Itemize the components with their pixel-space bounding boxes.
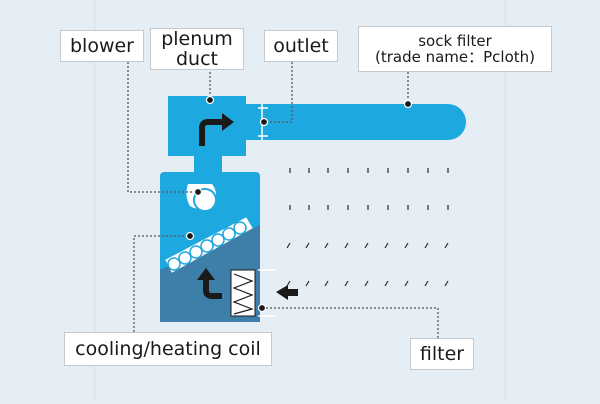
- airflow-tick: [286, 242, 291, 249]
- airflow-tick: [364, 280, 369, 287]
- airflow-tick: [305, 242, 310, 249]
- airflow-tick: [364, 242, 369, 249]
- sock-filter-label: sock filter (trade name：Pcloth): [358, 26, 552, 72]
- filter-label-text: filter: [419, 343, 465, 365]
- filter-dot: [257, 303, 267, 313]
- airflow-tick: [384, 280, 389, 287]
- airflow-tick: [344, 280, 349, 287]
- airflow-tick: [305, 280, 310, 287]
- coil-leader: [133, 235, 190, 332]
- sock-label-line1: sock filter: [418, 32, 492, 50]
- plenum-airflow-arrow: [199, 119, 224, 146]
- filter-leader: [262, 307, 439, 338]
- airflow-tick: [344, 242, 349, 249]
- blower-leader: [127, 62, 198, 193]
- blower-dot: [193, 187, 203, 197]
- coil-dot: [185, 231, 195, 241]
- blower-label: blower: [60, 30, 144, 62]
- airflow-tick: [324, 280, 329, 287]
- return-airflow-arrow: [203, 278, 222, 299]
- coil-label-text: cooling/heating coil: [75, 338, 261, 360]
- airflow-ticks: [286, 168, 449, 287]
- airflow-tick: [424, 242, 429, 249]
- airflow-tick: [404, 242, 409, 249]
- airflow-tick: [384, 242, 389, 249]
- return-airflow-arrowhead: [197, 268, 215, 280]
- incoming-air-arrow: [276, 285, 298, 300]
- airflow-tick: [444, 242, 449, 249]
- outlet-dot: [259, 117, 269, 127]
- plenum-label-line1: plenum: [161, 28, 233, 50]
- coil-label: cooling/heating coil: [64, 332, 272, 366]
- sock-label-line2: (trade name：Pcloth): [374, 48, 536, 66]
- cooling-heating-coil-icon: [165, 217, 253, 273]
- plenum-duct-label: plenum duct: [150, 28, 244, 70]
- airflow-tick: [324, 242, 329, 249]
- airflow-tick: [424, 280, 429, 287]
- airflow-tick: [286, 280, 291, 287]
- outlet-label: outlet: [264, 30, 338, 62]
- blower-label-text: blower: [69, 35, 134, 57]
- sock-filter-tube: [262, 104, 466, 140]
- outlet-leader: [264, 62, 293, 123]
- filter-label: filter: [410, 338, 474, 370]
- filter-icon: [230, 269, 256, 317]
- outlet-label-text: outlet: [273, 35, 329, 57]
- plenum-label-line2: duct: [176, 48, 218, 70]
- airflow-tick: [444, 280, 449, 287]
- plenum-dot: [205, 95, 215, 105]
- plenum-neck: [194, 156, 222, 172]
- airflow-tick: [404, 280, 409, 287]
- plenum-duct-body: [168, 96, 262, 156]
- sock-dot: [403, 99, 413, 109]
- plenum-airflow-arrowhead: [222, 113, 234, 131]
